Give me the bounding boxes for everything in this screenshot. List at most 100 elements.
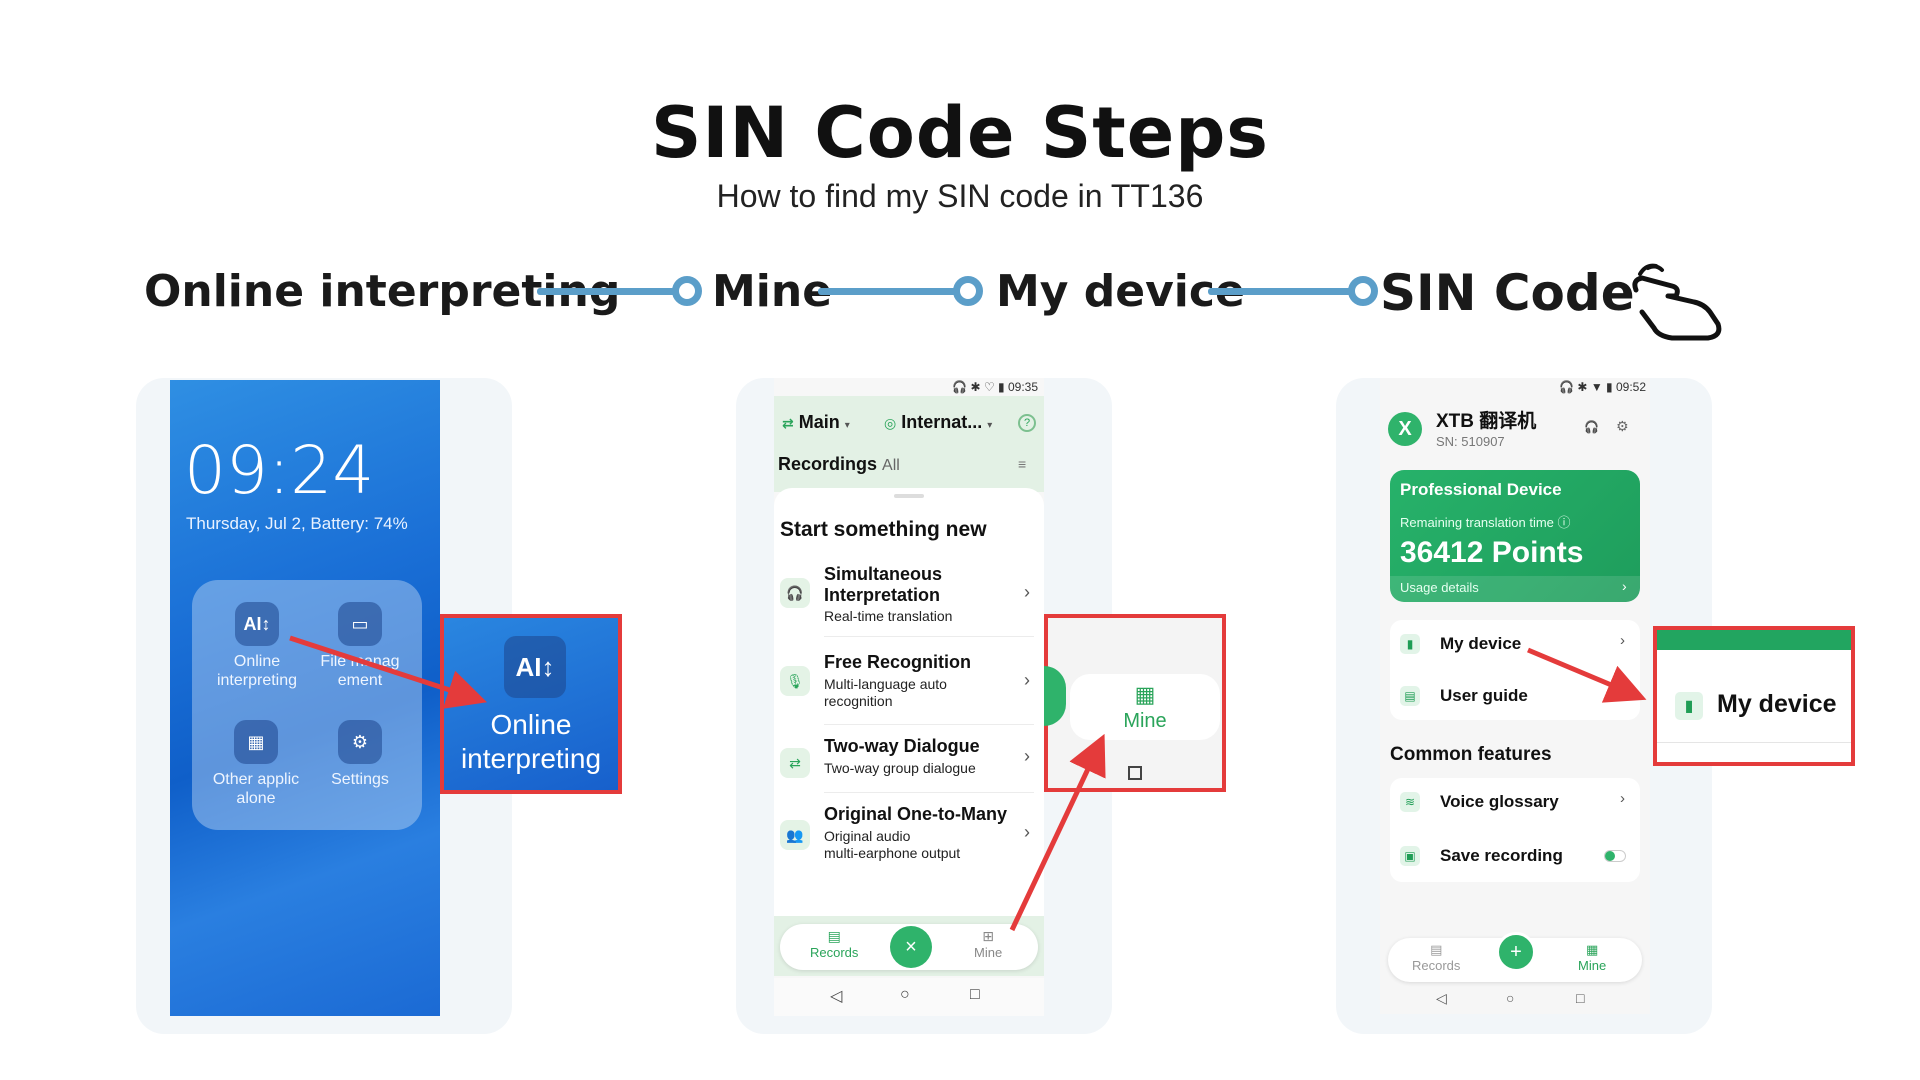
system-nav: ◁ ○ □ — [1380, 988, 1650, 1014]
recordings-filter[interactable]: All — [882, 457, 900, 474]
nav-mine[interactable]: ▦ Mine — [1578, 942, 1607, 973]
grid-icon: ▦ — [1134, 682, 1156, 707]
main-selector[interactable]: ⇄ Main ▾ — [782, 412, 850, 432]
nav-records[interactable]: ▤ Records — [810, 928, 859, 960]
item-title: Original One-to-Many — [824, 804, 1008, 824]
nav-mine-zoom: ▦ Mine — [1070, 674, 1220, 740]
grid-icon: ▦ — [1585, 942, 1599, 957]
serial-number: SN: 510907 — [1436, 434, 1505, 449]
app-other-applications[interactable]: ▦ Other applic alone — [206, 720, 306, 808]
people-icon: 👥 — [780, 820, 810, 850]
help-icon[interactable]: ? — [1018, 414, 1036, 432]
list-item[interactable]: 🎧 Simultaneous Interpretation Real-time … — [774, 564, 1044, 630]
headphones-icon: 🎧 — [780, 578, 810, 608]
back-icon[interactable]: ◁ — [830, 988, 843, 1005]
home-icon[interactable]: ○ — [1506, 990, 1515, 1006]
mode-selector[interactable]: ◎ Internat... ▾ — [884, 412, 993, 432]
recents-icon[interactable]: □ — [1576, 990, 1585, 1006]
swap-icon: ⇄ — [782, 415, 794, 431]
back-icon[interactable]: ◁ — [1436, 990, 1447, 1006]
divider — [824, 636, 1034, 637]
globe-icon: ◎ — [884, 415, 897, 431]
menu-voice-glossary[interactable]: ≋ Voice glossary › — [1390, 778, 1640, 828]
folder-icon: ▭ — [338, 602, 382, 646]
date-battery: Thursday, Jul 2, Battery: 74% — [186, 514, 408, 533]
status-time: 09:35 — [1007, 380, 1038, 394]
step-connector — [537, 288, 677, 295]
app-settings[interactable]: ⚙ Settings — [310, 720, 410, 789]
app-label: Settings — [331, 771, 389, 788]
menu-save-recording: ▣ Save recording — [1390, 832, 1640, 882]
item-subtitle: Real-time translation — [824, 608, 953, 624]
arrow-to-online-interpreting — [289, 635, 488, 709]
glossary-icon: ≋ — [1400, 792, 1420, 812]
chevron-right-icon: › — [1622, 578, 1627, 594]
document-icon: ▤ — [827, 928, 841, 944]
sort-icon[interactable]: ≡ — [1018, 456, 1027, 472]
info-icon: ⓘ — [1557, 515, 1571, 530]
sheet-handle — [894, 494, 924, 498]
chevron-right-icon: › — [1620, 632, 1625, 649]
device-icon: ▮ — [1400, 634, 1420, 654]
save-recording-toggle[interactable] — [1604, 850, 1626, 862]
nav-records[interactable]: ▤ Records — [1412, 942, 1461, 973]
avatar: X — [1388, 412, 1422, 446]
list-item[interactable]: ⇄ Two-way Dialogue Two-way group dialogu… — [774, 736, 1044, 786]
app-header: ⇄ Main ▾ ◎ Internat... ▾ ? Recordings Al… — [774, 396, 1044, 492]
chevron-right-icon: › — [1024, 746, 1030, 766]
arrow-to-mine — [1009, 733, 1106, 932]
card-edge — [1657, 630, 1851, 650]
gear-icon[interactable]: ⚙ — [1616, 418, 1629, 434]
chevron-right-icon: › — [1024, 582, 1030, 602]
usage-details[interactable]: Usage details — [1400, 580, 1479, 595]
home-icon[interactable]: ○ — [900, 986, 910, 1003]
bottom-nav: ▤ Records + ▦ Mine — [1388, 932, 1642, 982]
points-value: 36412 Points — [1400, 536, 1584, 569]
step-dot — [672, 276, 702, 306]
chevron-down-icon: ▾ — [844, 420, 850, 431]
mic-icon: 🎙 — [780, 666, 810, 696]
status-bar: 🎧 ✱ ▼ ▮ 09:52 — [1559, 380, 1646, 394]
chevron-right-icon: › — [1024, 670, 1030, 690]
grid-apps-icon: ▦ — [234, 720, 278, 764]
remaining-label: Remaining translation time ⓘ — [1400, 515, 1571, 530]
app-online-interpreting[interactable]: AI↕ Online interpreting — [212, 602, 302, 690]
common-features-title: Common features — [1390, 744, 1552, 765]
list-item[interactable]: 👥 Original One-to-Many Original audio mu… — [774, 804, 1044, 870]
app-file-management[interactable]: ▭ File manag ement — [310, 602, 410, 690]
step-my-device: My device — [996, 266, 1245, 317]
device-icon: ▮ — [1675, 692, 1703, 720]
ai-translate-icon: AI↕ — [504, 636, 566, 698]
arrow-to-my-device — [1527, 647, 1647, 703]
divider — [824, 724, 1034, 725]
status-bar: 🎧 ✱ ♡ ▮ 09:35 — [952, 380, 1038, 394]
recents-icon[interactable]: □ — [970, 986, 980, 1003]
fab-edge — [1044, 666, 1066, 726]
item-title: Free Recognition — [824, 652, 972, 672]
list-item[interactable]: 🎙 Free Recognition Multi-language auto r… — [774, 652, 1044, 718]
status-time: 09:52 — [1615, 380, 1646, 394]
item-title: Simultaneous Interpretation — [824, 564, 943, 605]
device-menu: ▮ My device › ▤ User guide › — [1390, 620, 1640, 720]
start-sheet: Start something new 🎧 Simultaneous Inter… — [774, 488, 1044, 948]
ai-translate-icon: AI↕ — [235, 602, 279, 646]
headphones-icon[interactable]: 🎧 — [1584, 420, 1599, 434]
step-connector — [818, 288, 958, 295]
nav-mine[interactable]: ⊞ Mine — [974, 928, 1003, 960]
close-fab[interactable]: × — [890, 926, 932, 968]
swap-icon: ⇄ — [780, 748, 810, 778]
page-title: SIN Code Steps — [651, 92, 1269, 174]
menu-my-device[interactable]: ▮ My device › — [1390, 620, 1640, 670]
item-title: Two-way Dialogue — [824, 736, 980, 756]
app-label: File manag ement — [320, 653, 400, 689]
divider — [824, 792, 1034, 793]
add-fab[interactable]: + — [1496, 932, 1536, 972]
zoom-label: Online interpreting — [460, 709, 602, 774]
professional-card[interactable]: Professional Device Remaining translatio… — [1390, 470, 1640, 602]
recordings-title: Recordings All — [778, 454, 900, 474]
zoom-label: Mine — [1123, 710, 1167, 732]
step-mine: Mine — [712, 266, 833, 317]
step-dot — [953, 276, 983, 306]
